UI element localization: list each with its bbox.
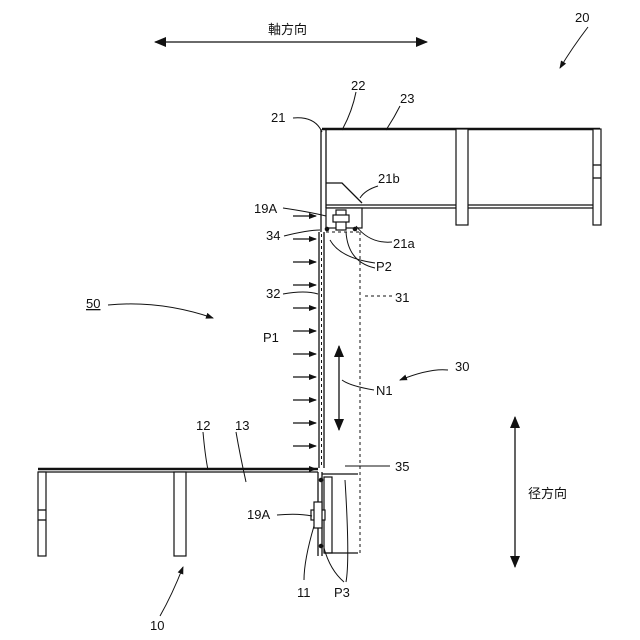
label-21b: 21b	[378, 171, 400, 186]
label-21a: 21a	[393, 236, 415, 251]
label-P1: P1	[263, 330, 279, 345]
label-32: 32	[266, 286, 280, 301]
radial-direction-indicator: 径方向	[515, 417, 567, 567]
axial-direction-label: 軸方向	[268, 22, 307, 37]
label-34: 34	[266, 228, 280, 243]
axial-direction-indicator: 軸方向	[155, 22, 427, 42]
label-35: 35	[395, 459, 409, 474]
upper-structure-20	[321, 129, 601, 232]
label-30: 30	[455, 359, 469, 374]
lower-structure-10	[38, 469, 358, 556]
label-50: 50	[86, 296, 100, 311]
label-22: 22	[351, 78, 365, 93]
label-10: 10	[150, 618, 164, 633]
label-13: 13	[235, 418, 249, 433]
reference-labels: 20 22 23 21 21b 19A 34 21a P2 32 31 50 P…	[86, 10, 589, 633]
radial-direction-label: 径方向	[528, 486, 567, 501]
label-11: 11	[297, 585, 311, 600]
label-23: 23	[400, 91, 414, 106]
label-19A-top: 19A	[254, 201, 277, 216]
pressure-arrows-p1	[293, 216, 316, 469]
label-31: 31	[395, 290, 409, 305]
label-P2: P2	[376, 259, 392, 274]
label-19A-bottom: 19A	[247, 507, 270, 522]
label-12: 12	[196, 418, 210, 433]
label-P3: P3	[334, 585, 350, 600]
label-20: 20	[575, 10, 589, 25]
label-N1: N1	[376, 383, 393, 398]
label-21: 21	[271, 110, 285, 125]
